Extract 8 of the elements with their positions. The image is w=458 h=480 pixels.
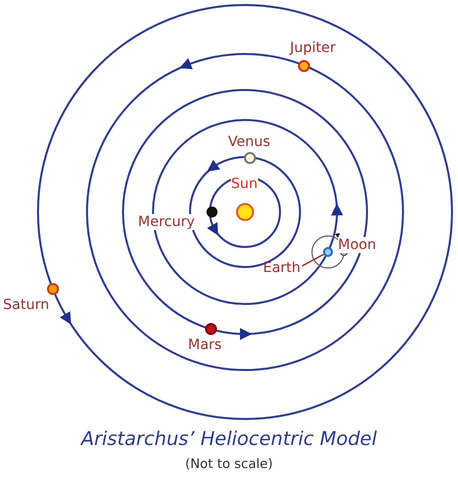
planet-label: Earth xyxy=(263,260,301,276)
diagram-title: Aristarchus’ Heliocentric Model xyxy=(79,428,378,450)
caption: (Not to scale) xyxy=(184,457,274,472)
planet-label: Moon xyxy=(338,237,376,253)
planet-dot xyxy=(323,247,333,257)
planet-label: Jupiter xyxy=(290,40,336,56)
planet-label: Mercury xyxy=(138,214,195,230)
leader-line xyxy=(302,254,324,267)
